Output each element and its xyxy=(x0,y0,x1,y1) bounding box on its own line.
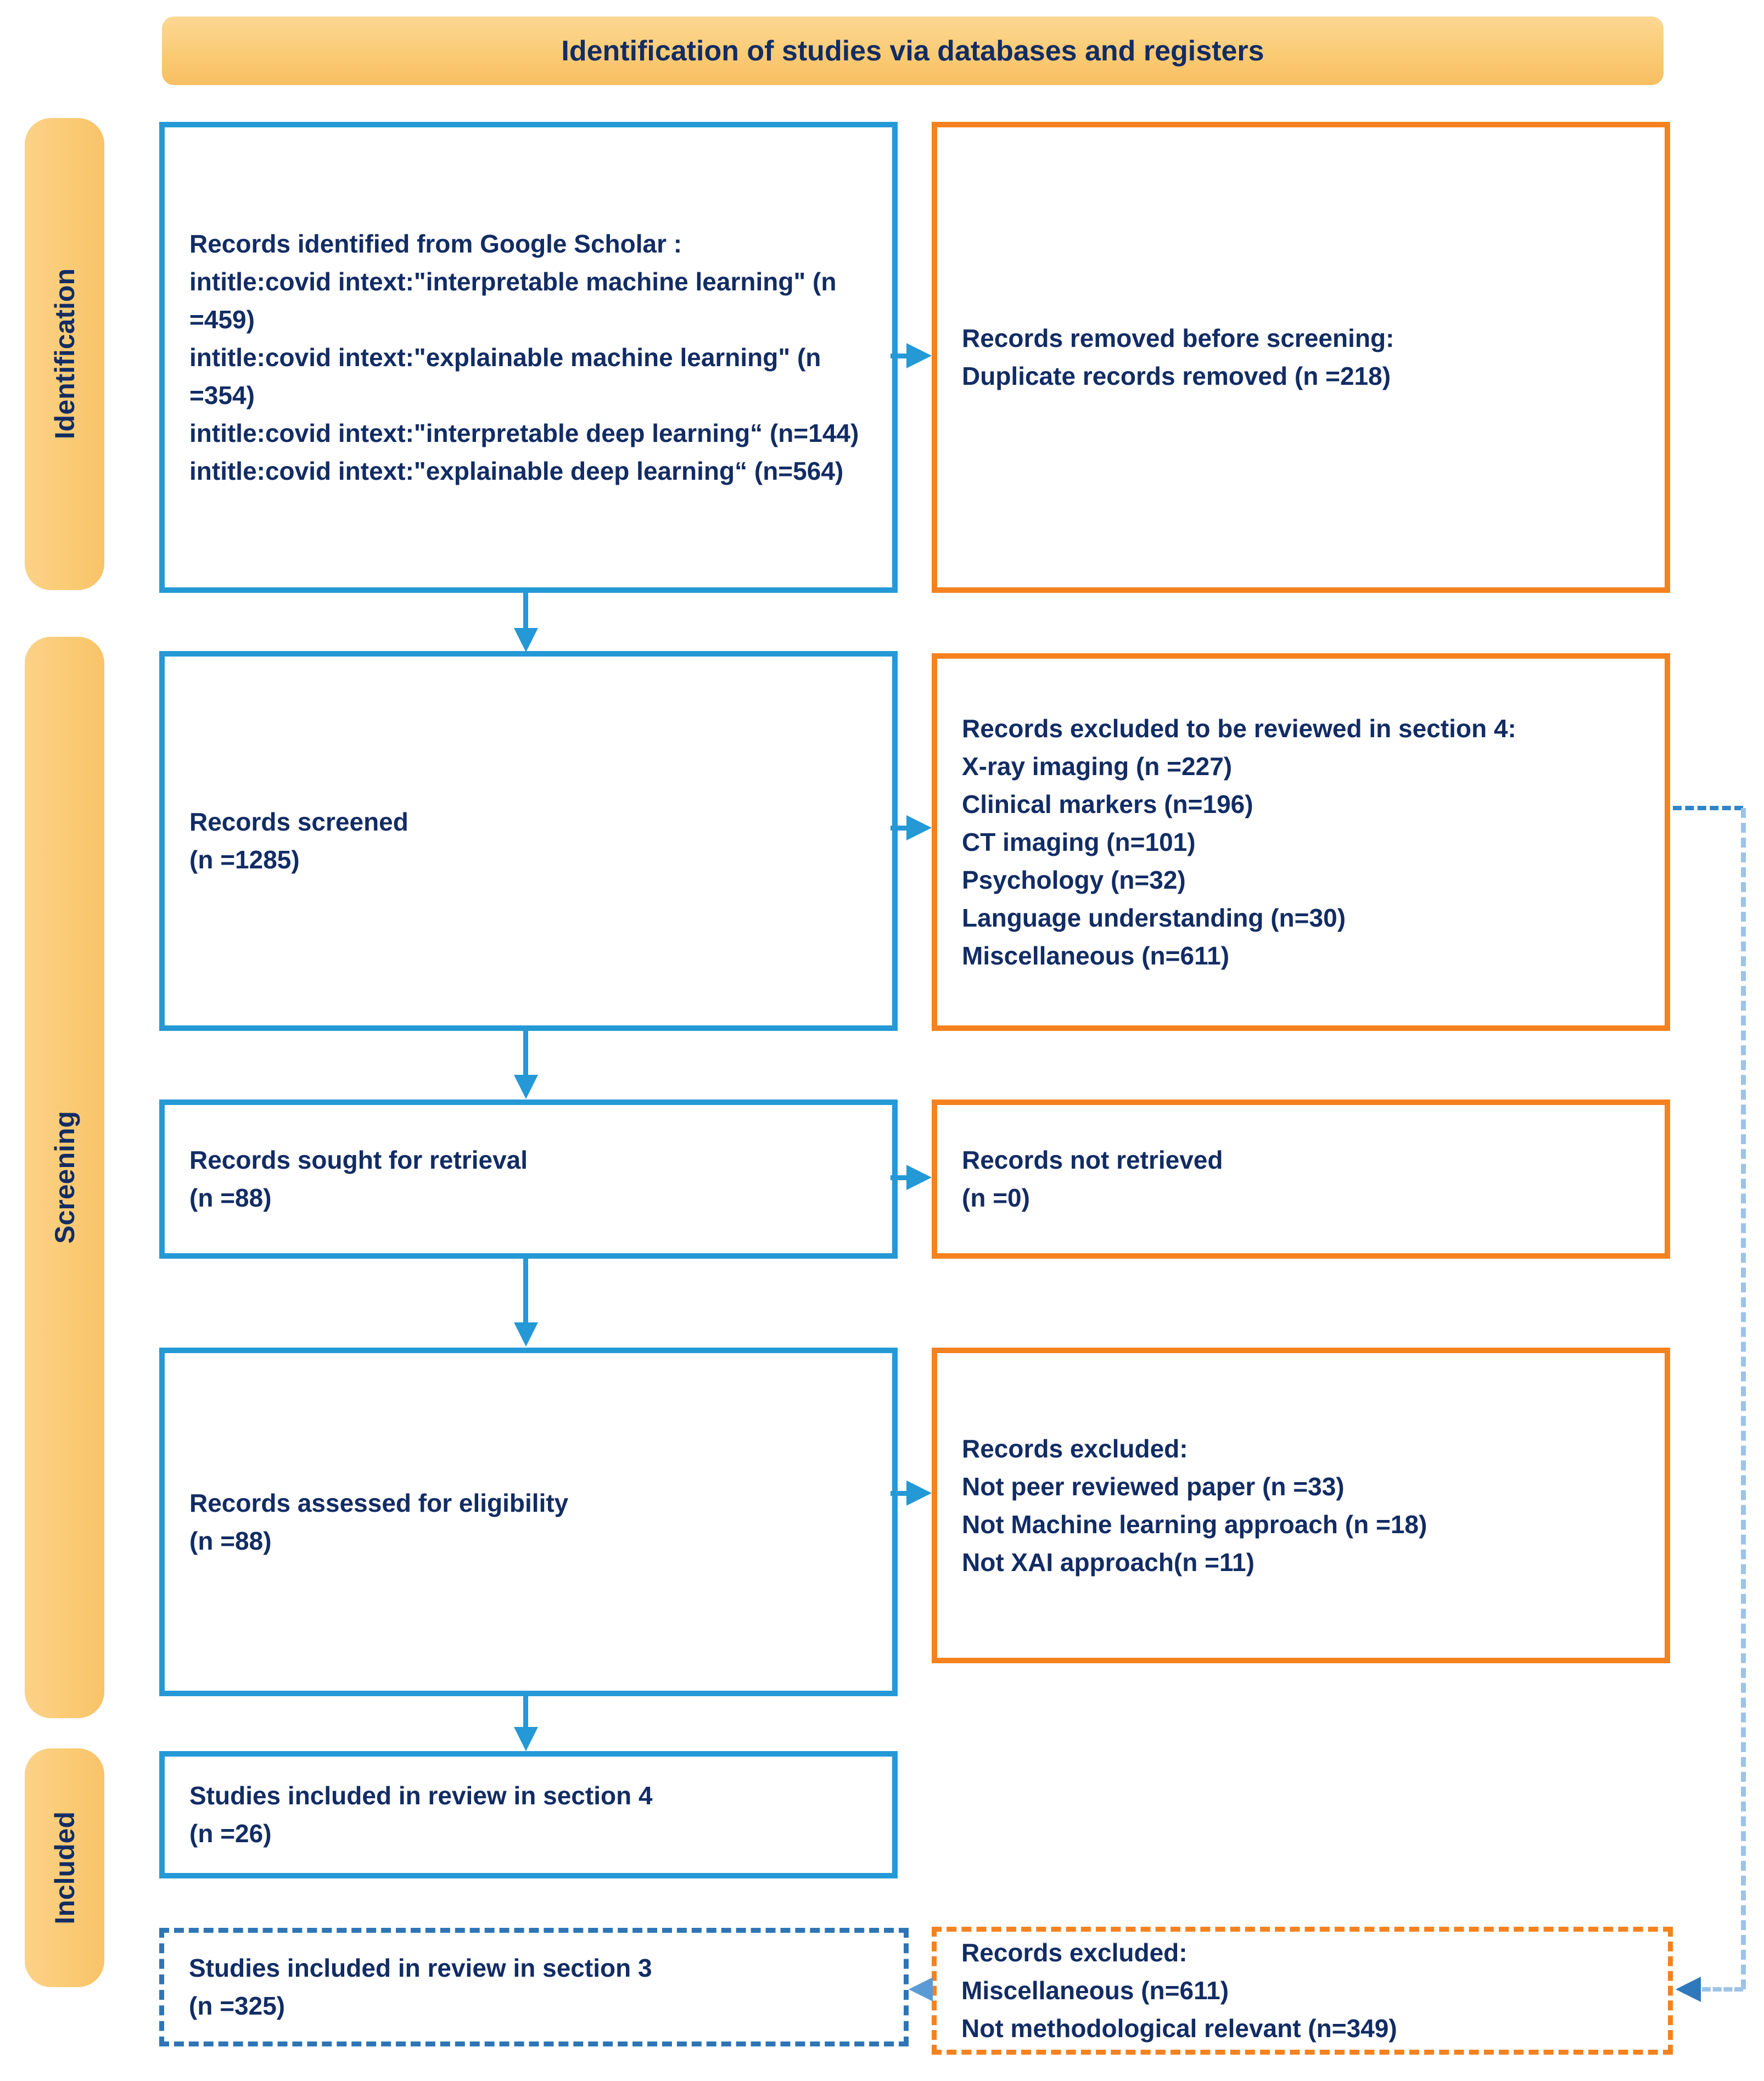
arrow-line xyxy=(891,354,911,358)
arrow-down-icon xyxy=(514,1322,538,1347)
arrow-line xyxy=(891,826,911,831)
records-identified-title: Records identified from Google Scholar : xyxy=(189,229,682,258)
excluded-final-line: Miscellaneous (n=611) xyxy=(961,1976,1229,2005)
box-records-excluded-final: Records excluded: Miscellaneous (n=611) … xyxy=(932,1927,1673,2055)
records-screened-line: Records screened xyxy=(189,807,408,836)
excluded-section4-line: CT imaging (n=101) xyxy=(962,827,1196,856)
records-identified-query: intitle:covid intext:"explainable deep l… xyxy=(189,456,844,485)
arrow-right-icon xyxy=(906,815,932,840)
excluded-final-line: Records excluded: xyxy=(961,1938,1188,1967)
dashed-connector-bottom xyxy=(1702,1987,1743,1992)
excluded-eligibility-line: Records excluded: xyxy=(962,1434,1188,1463)
arrow-line xyxy=(523,593,528,630)
arrow-right-icon xyxy=(906,343,932,368)
records-screened-line: (n =1285) xyxy=(189,845,300,874)
diagram-title: Identification of studies via databases … xyxy=(561,35,1264,67)
included-section4-line: Studies included in review in section 4 xyxy=(189,1781,653,1810)
excluded-section4-line: Miscellaneous (n=611) xyxy=(962,941,1230,970)
arrow-line xyxy=(523,1259,528,1323)
excluded-section4-line: Records excluded to be reviewed in secti… xyxy=(962,714,1516,743)
excluded-section4-line: Clinical markers (n=196) xyxy=(962,789,1253,818)
dashed-connector-vertical xyxy=(1741,808,1746,1989)
arrow-down-icon xyxy=(514,1075,538,1099)
box-records-excluded-section4: Records excluded to be reviewed in secti… xyxy=(932,653,1670,1031)
arrow-line xyxy=(891,1175,911,1180)
excluded-eligibility-line: Not XAI approach(n =11) xyxy=(962,1547,1255,1577)
included-section4-line: (n =26) xyxy=(189,1819,272,1848)
box-records-not-retrieved: Records not retrieved (n =0) xyxy=(932,1100,1670,1259)
phase-label-included: Included xyxy=(25,1748,104,1987)
excluded-eligibility-line: Not peer reviewed paper (n =33) xyxy=(962,1472,1345,1501)
arrow-right-icon xyxy=(906,1480,932,1506)
diagram-title-banner: Identification of studies via databases … xyxy=(162,16,1664,85)
phase-label-screening: Screening xyxy=(25,637,104,1718)
box-records-identified: Records identified from Google Scholar :… xyxy=(159,122,898,593)
arrow-line xyxy=(891,1491,911,1496)
included-section3-line: Studies included in review in section 3 xyxy=(189,1954,652,1982)
excluded-section4-line: Language understanding (n=30) xyxy=(962,903,1346,932)
arrow-down-icon xyxy=(514,1727,538,1751)
box-included-section3: Studies included in review in section 3 … xyxy=(159,1928,909,2046)
arrow-left-icon xyxy=(1676,1977,1701,2002)
records-not-retrieved-line: (n =0) xyxy=(962,1183,1030,1212)
box-records-assessed: Records assessed for eligibility (n =88) xyxy=(159,1348,898,1696)
box-records-excluded-eligibility: Records excluded: Not peer reviewed pape… xyxy=(932,1348,1670,1663)
arrow-line xyxy=(523,1696,528,1728)
phase-label-identification-text: Identification xyxy=(49,268,80,440)
arrow-line xyxy=(523,1031,528,1076)
dashed-connector-top xyxy=(1673,806,1743,810)
included-section3-line: (n =325) xyxy=(189,1992,285,2020)
arrow-right-icon xyxy=(906,1165,932,1190)
records-sought-line: (n =88) xyxy=(189,1183,272,1212)
excluded-section4-line: Psychology (n=32) xyxy=(962,865,1186,894)
excluded-final-line: Not methodological relevant (n=349) xyxy=(961,2014,1397,2043)
records-sought-line: Records sought for retrieval xyxy=(189,1146,528,1174)
records-identified-query: intitle:covid intext:"interpretable mach… xyxy=(189,267,837,334)
box-records-screened: Records screened (n =1285) xyxy=(159,651,898,1031)
records-assessed-line: (n =88) xyxy=(189,1526,272,1555)
excluded-section4-line: X-ray imaging (n =227) xyxy=(962,751,1233,781)
arrow-down-icon xyxy=(514,628,538,652)
box-records-removed-before-screening: Records removed before screening: Duplic… xyxy=(932,122,1670,593)
records-removed-line: Duplicate records removed (n =218) xyxy=(962,362,1391,390)
records-not-retrieved-line: Records not retrieved xyxy=(962,1146,1223,1174)
box-included-section4: Studies included in review in section 4 … xyxy=(159,1751,898,1878)
excluded-eligibility-line: Not Machine learning approach (n =18) xyxy=(962,1510,1427,1539)
phase-label-screening-text: Screening xyxy=(49,1111,80,1244)
arrow-left-icon xyxy=(909,1977,933,2001)
records-identified-query: intitle:covid intext:"interpretable deep… xyxy=(189,418,859,447)
records-assessed-line: Records assessed for eligibility xyxy=(189,1488,569,1517)
records-removed-line: Records removed before screening: xyxy=(962,324,1395,352)
phase-label-identification: Identification xyxy=(25,118,104,590)
records-identified-query: intitle:covid intext:"explainable machin… xyxy=(189,343,821,410)
box-records-sought: Records sought for retrieval (n =88) xyxy=(159,1100,898,1259)
phase-label-included-text: Included xyxy=(49,1811,80,1925)
